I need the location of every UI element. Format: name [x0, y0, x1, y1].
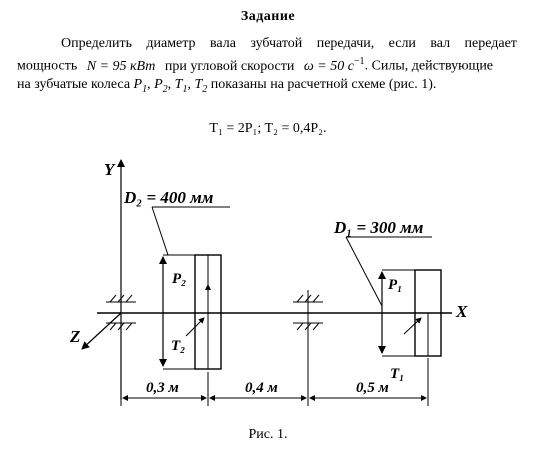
- text: ,: [147, 77, 155, 92]
- force-p1: P: [133, 77, 143, 92]
- text: на зубчатые колеса: [17, 77, 131, 92]
- subscript: 1: [182, 83, 188, 95]
- word: Определить: [61, 36, 132, 51]
- force-t2: T: [194, 77, 203, 92]
- d2-label: D₂ = 400 мм: [123, 188, 214, 207]
- gear-1-axial-arrow: [403, 317, 422, 335]
- word: диаметр: [146, 36, 196, 51]
- t1-label: T₁: [390, 366, 404, 382]
- d1-leader: [345, 236, 383, 307]
- word: вал: [430, 36, 451, 51]
- text: ,: [167, 77, 175, 92]
- subscript: 2: [202, 83, 208, 95]
- left-bearing: [106, 294, 136, 331]
- superscript: −1: [353, 56, 365, 67]
- d1-label: D₁ = 300 мм: [333, 218, 424, 237]
- d2-leader: [151, 206, 169, 256]
- angular-speed-value: ω = 50 c: [303, 58, 354, 74]
- dimension-label-3: 0,5 м: [356, 380, 389, 396]
- text: при угловой скорости: [164, 58, 295, 74]
- force-t1: T: [174, 77, 183, 92]
- word: передает: [464, 36, 517, 51]
- subscript: 2: [162, 83, 168, 95]
- force-p2: P: [154, 77, 163, 92]
- text: ,: [187, 77, 195, 92]
- p2-label: P₂: [172, 271, 186, 287]
- figure-caption: Рис. 1.: [248, 427, 288, 442]
- word: зубчатой: [250, 36, 303, 51]
- z-axis: [81, 312, 122, 350]
- p1-label: P₁: [388, 277, 402, 293]
- dimension-extension-lines: [120, 336, 429, 406]
- text: мощность: [17, 58, 78, 74]
- word: если: [388, 36, 416, 51]
- task-text-line-1: Определить диаметр вала зубчатой передач…: [61, 36, 517, 52]
- power-value: N = 95 кВт: [86, 58, 156, 74]
- y-axis-label: Y: [104, 160, 116, 179]
- dimension-label-2: 0,4 м: [245, 380, 278, 396]
- word: передачи,: [316, 36, 375, 51]
- formula: T₁ = 2P₁; T₂ = 0,4P₂.: [209, 121, 327, 136]
- word: вала: [209, 36, 236, 51]
- x-axis-label: X: [455, 302, 468, 321]
- text: показаны на расчетной схеме (рис. 1).: [207, 77, 437, 92]
- task-text-line-3: на зубчатые колеса P1, P2, T1, T2 показа…: [17, 77, 436, 95]
- dimension-label-1: 0,3 м: [146, 380, 179, 396]
- subscript: 1: [142, 83, 148, 95]
- task-title: Задание: [240, 9, 296, 24]
- t2-label: T₂: [171, 338, 185, 354]
- gear-2-axial-arrow: [185, 317, 205, 337]
- text: . Силы, действующие: [364, 58, 494, 74]
- z-axis-label: Z: [69, 327, 80, 346]
- task-text-line-2: мощность N = 95 кВт при угловой скорости…: [17, 56, 493, 75]
